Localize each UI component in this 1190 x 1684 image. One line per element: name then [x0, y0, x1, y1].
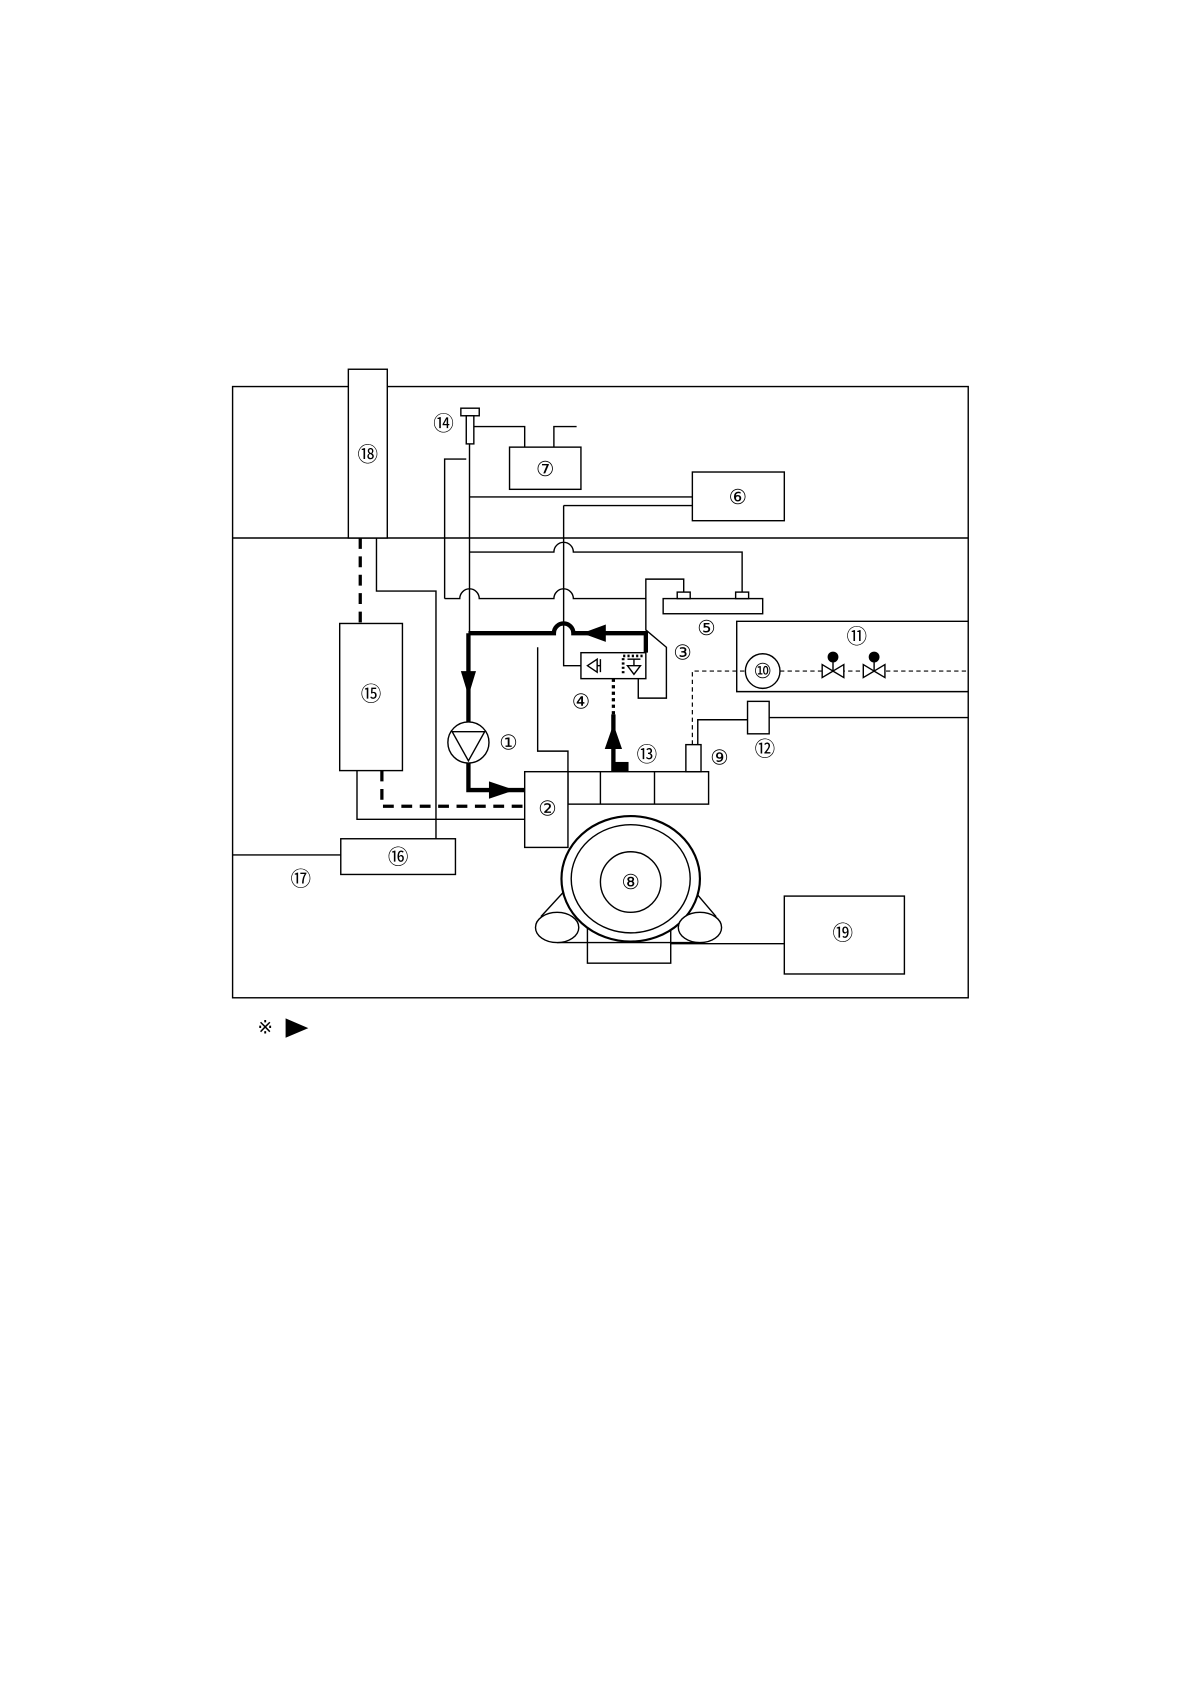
callout-18: ⑱ — [358, 443, 379, 467]
component-12-box — [748, 701, 770, 733]
component-13-marker — [614, 762, 628, 772]
line-14-to-7-left — [474, 427, 525, 448]
flow-arrow-left-icon — [582, 625, 606, 642]
valve-icon — [822, 665, 833, 678]
callout-14: ⑭ — [433, 411, 454, 435]
callout-7: ⑦ — [536, 457, 554, 481]
component-14-head — [461, 408, 479, 416]
callout-2: ② — [538, 796, 556, 820]
flow-arrow-down-icon — [461, 671, 476, 696]
line-7-right — [554, 427, 577, 448]
callout-10: ⑩ — [753, 659, 771, 683]
filled-triangle-arrow-icon — [286, 1018, 309, 1037]
valve-actuator-dot — [869, 652, 880, 663]
valve-pair — [822, 652, 885, 678]
callout-12: ⑫ — [755, 737, 776, 761]
component-5-post-right — [736, 592, 749, 598]
line-to-5-right — [470, 542, 743, 592]
callout-8: ⑧ — [621, 870, 639, 894]
callout-1: ① — [499, 730, 517, 754]
flow-line-top — [468, 623, 645, 652]
component-4-valve — [581, 653, 646, 679]
flow-arrow-right-icon — [489, 781, 515, 798]
valve-icon — [863, 665, 874, 678]
callout-15: ⑮ — [361, 682, 382, 706]
line-6-to-4 — [564, 506, 581, 666]
callout-5: ⑤ — [697, 616, 715, 640]
callout-13: ⑬ — [637, 742, 658, 766]
pump-icon — [448, 722, 489, 763]
valve-actuator-dot — [828, 652, 839, 663]
legend-mark: ※ — [257, 1018, 272, 1039]
callout-4: ④ — [572, 689, 590, 713]
line-crossover — [445, 589, 646, 599]
callout-16: ⑯ — [388, 845, 409, 869]
engine-head-row — [568, 772, 709, 804]
valve-icon — [833, 665, 844, 678]
component-5-post-left — [677, 592, 690, 598]
pulley-right — [678, 912, 721, 942]
valve-icon — [874, 665, 885, 678]
flow-arrow-up-icon — [605, 724, 622, 749]
line-14-left-branch — [445, 459, 467, 599]
callout-6: ⑥ — [729, 485, 747, 509]
callout-3: ③ — [673, 641, 691, 665]
component-9-sensor — [686, 745, 701, 772]
line-9-to-12 — [698, 720, 748, 745]
callout-9: ⑨ — [710, 746, 728, 770]
pulley-left — [536, 912, 579, 942]
component-5-bar — [663, 599, 763, 614]
callout-19: ⑲ — [832, 921, 853, 945]
component-14-stem — [466, 416, 474, 444]
callout-11: ⑪ — [847, 624, 868, 648]
callout-17: ⑰ — [290, 867, 311, 891]
